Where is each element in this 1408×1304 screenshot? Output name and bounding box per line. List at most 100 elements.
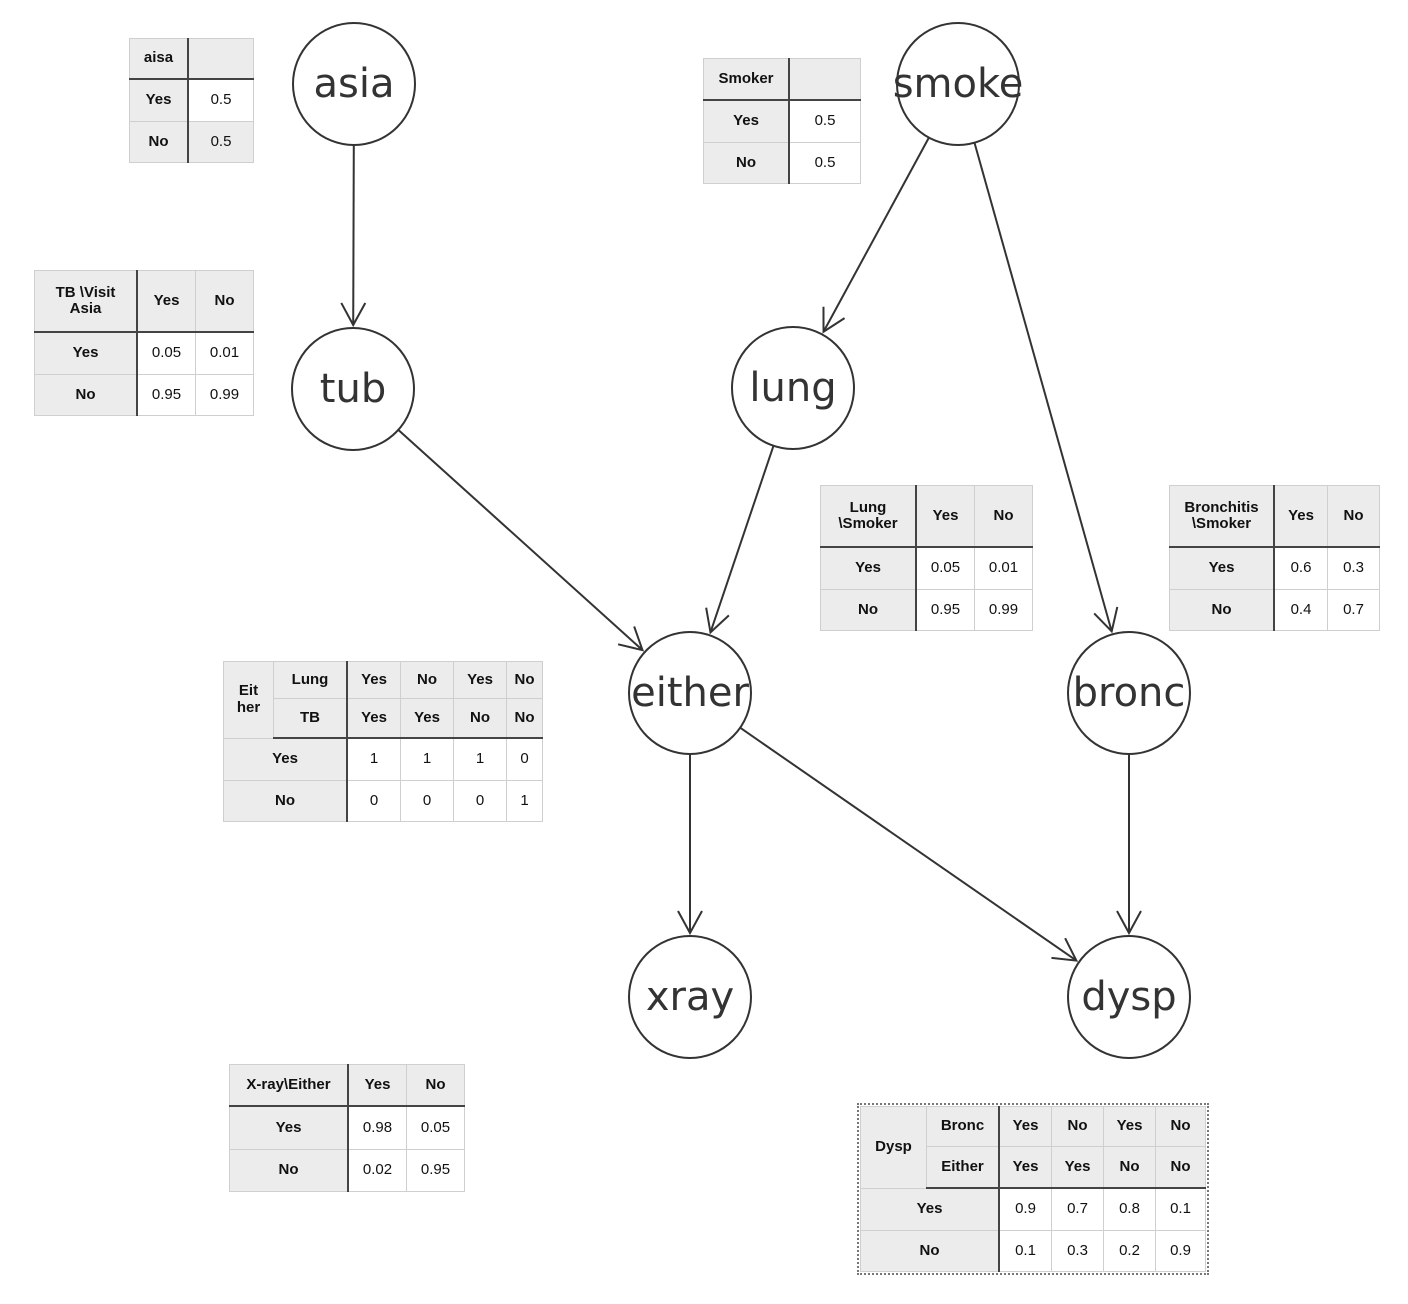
arrowhead — [1116, 910, 1142, 936]
bronchitis-cpt-table: Bronchitis \Smoker Yes No Yes 0.6 0.3 No… — [1169, 485, 1380, 631]
either-cpt-table: Eit her Lung Yes No Yes No TB Yes Yes No… — [223, 661, 543, 822]
parent-name: TB — [273, 698, 348, 739]
prob-cell: 0 — [453, 780, 507, 822]
node-circle — [628, 631, 752, 755]
prob-cell: 0.5 — [187, 121, 254, 163]
node-circle — [1067, 631, 1191, 755]
column-header: No — [195, 270, 254, 333]
node-label: either — [631, 670, 749, 716]
node-label: smoke — [893, 61, 1024, 107]
prob-cell: 0.98 — [347, 1105, 407, 1150]
table-corner-header: Dysp — [860, 1106, 927, 1189]
node-circle — [291, 327, 415, 451]
prob-cell: 0.02 — [347, 1149, 407, 1192]
corner-line: TB \Visit — [55, 283, 116, 301]
corner-line: \Smoker — [838, 515, 898, 532]
column-header: Yes — [347, 1064, 407, 1107]
edge-smoke-bronc — [973, 142, 1119, 634]
prob-cell: 0.7 — [1051, 1187, 1104, 1231]
edge-line — [822, 137, 930, 333]
edge-asia-tub — [340, 144, 367, 328]
node-label: xray — [646, 974, 734, 1020]
prob-cell: 0.7 — [1327, 589, 1380, 631]
parent-value: Yes — [346, 661, 401, 699]
prob-cell: 1 — [346, 737, 401, 781]
parent-value: No — [506, 661, 543, 699]
arrowhead — [617, 626, 645, 652]
edges — [340, 137, 1142, 962]
prob-cell: 0.4 — [1273, 589, 1328, 631]
arrowhead — [340, 302, 367, 328]
prob-cell: 0.1 — [998, 1230, 1052, 1272]
corner-line: \Smoker — [1191, 515, 1252, 532]
smoker-prior-table: Smoker Yes 0.5 No 0.5 — [703, 58, 861, 184]
dysp-cpt-table: Dysp Bronc Yes No Yes No Either Yes Yes … — [857, 1103, 1209, 1275]
row-label: No — [703, 142, 790, 184]
prob-cell: 0.5 — [788, 142, 861, 184]
edge-smoke-lung — [822, 137, 930, 334]
edge-bronc-dysp — [1116, 754, 1142, 936]
arrowhead — [822, 306, 846, 334]
row-label: Yes — [703, 99, 790, 143]
arrowhead — [1051, 937, 1079, 962]
prob-cell: 0.01 — [974, 546, 1033, 590]
row-label: No — [223, 780, 348, 822]
parent-value: No — [1103, 1146, 1156, 1189]
prob-cell: 0.3 — [1327, 546, 1380, 590]
edge-either-xray — [677, 754, 703, 936]
parent-value: No — [1155, 1106, 1206, 1147]
edge-lung-either — [705, 445, 775, 635]
row-label: No — [860, 1230, 1000, 1272]
prob-cell: 0 — [506, 737, 543, 781]
column-header: No — [406, 1064, 465, 1107]
edge-line — [973, 142, 1113, 632]
prob-cell: 0 — [400, 780, 454, 822]
node-label: dysp — [1081, 974, 1176, 1020]
table-corner-header: Eit her — [223, 661, 274, 739]
edge-line — [397, 429, 644, 651]
parent-value: Yes — [1051, 1146, 1104, 1189]
row-label: Yes — [1169, 546, 1275, 590]
row-label: No — [34, 374, 138, 416]
column-header: No — [974, 485, 1033, 548]
row-label: No — [820, 589, 917, 631]
node-circle — [896, 22, 1020, 146]
prob-cell: 0.95 — [915, 589, 975, 631]
column-header: Yes — [136, 270, 196, 333]
corner-line: Bronchitis — [1184, 498, 1259, 516]
node-circle — [731, 326, 855, 450]
prob-cell: 1 — [506, 780, 543, 822]
row-label: Yes — [34, 331, 138, 375]
prob-cell: 0.99 — [195, 374, 254, 416]
prob-cell: 0.05 — [915, 546, 975, 590]
node-circle — [292, 22, 416, 146]
lung-cpt-table: Lung \Smoker Yes No Yes 0.05 0.01 No 0.9… — [820, 485, 1033, 631]
parent-value: No — [1155, 1146, 1206, 1189]
arrowhead — [705, 607, 730, 635]
prob-cell: 0.9 — [998, 1187, 1052, 1231]
row-label: No — [229, 1149, 349, 1192]
corner-line: Asia — [69, 300, 102, 317]
column-header: No — [1327, 485, 1380, 548]
node-smoke: smoke — [893, 22, 1024, 146]
tb-cpt-table: TB \Visit Asia Yes No Yes 0.05 0.01 No 0… — [34, 270, 254, 416]
parent-value: No — [1051, 1106, 1104, 1147]
table-header-label: aisa — [129, 38, 189, 80]
table-header-label: Smoker — [703, 58, 790, 101]
row-label: No — [1169, 589, 1275, 631]
prob-cell: 0 — [346, 780, 401, 822]
edge-line — [352, 144, 355, 326]
table-header-empty — [187, 38, 254, 80]
row-label: Yes — [860, 1187, 1000, 1231]
parent-name: Lung — [273, 661, 348, 699]
table-header-empty — [788, 58, 861, 101]
edge-tub-either — [397, 429, 645, 652]
prob-cell: 0.01 — [195, 331, 254, 375]
table-corner-header: Lung \Smoker — [820, 485, 917, 548]
edge-either-dysp — [739, 726, 1079, 962]
node-bronc: bronc — [1067, 631, 1191, 755]
prob-cell: 0.2 — [1103, 1230, 1156, 1272]
prob-cell: 0.05 — [136, 331, 196, 375]
